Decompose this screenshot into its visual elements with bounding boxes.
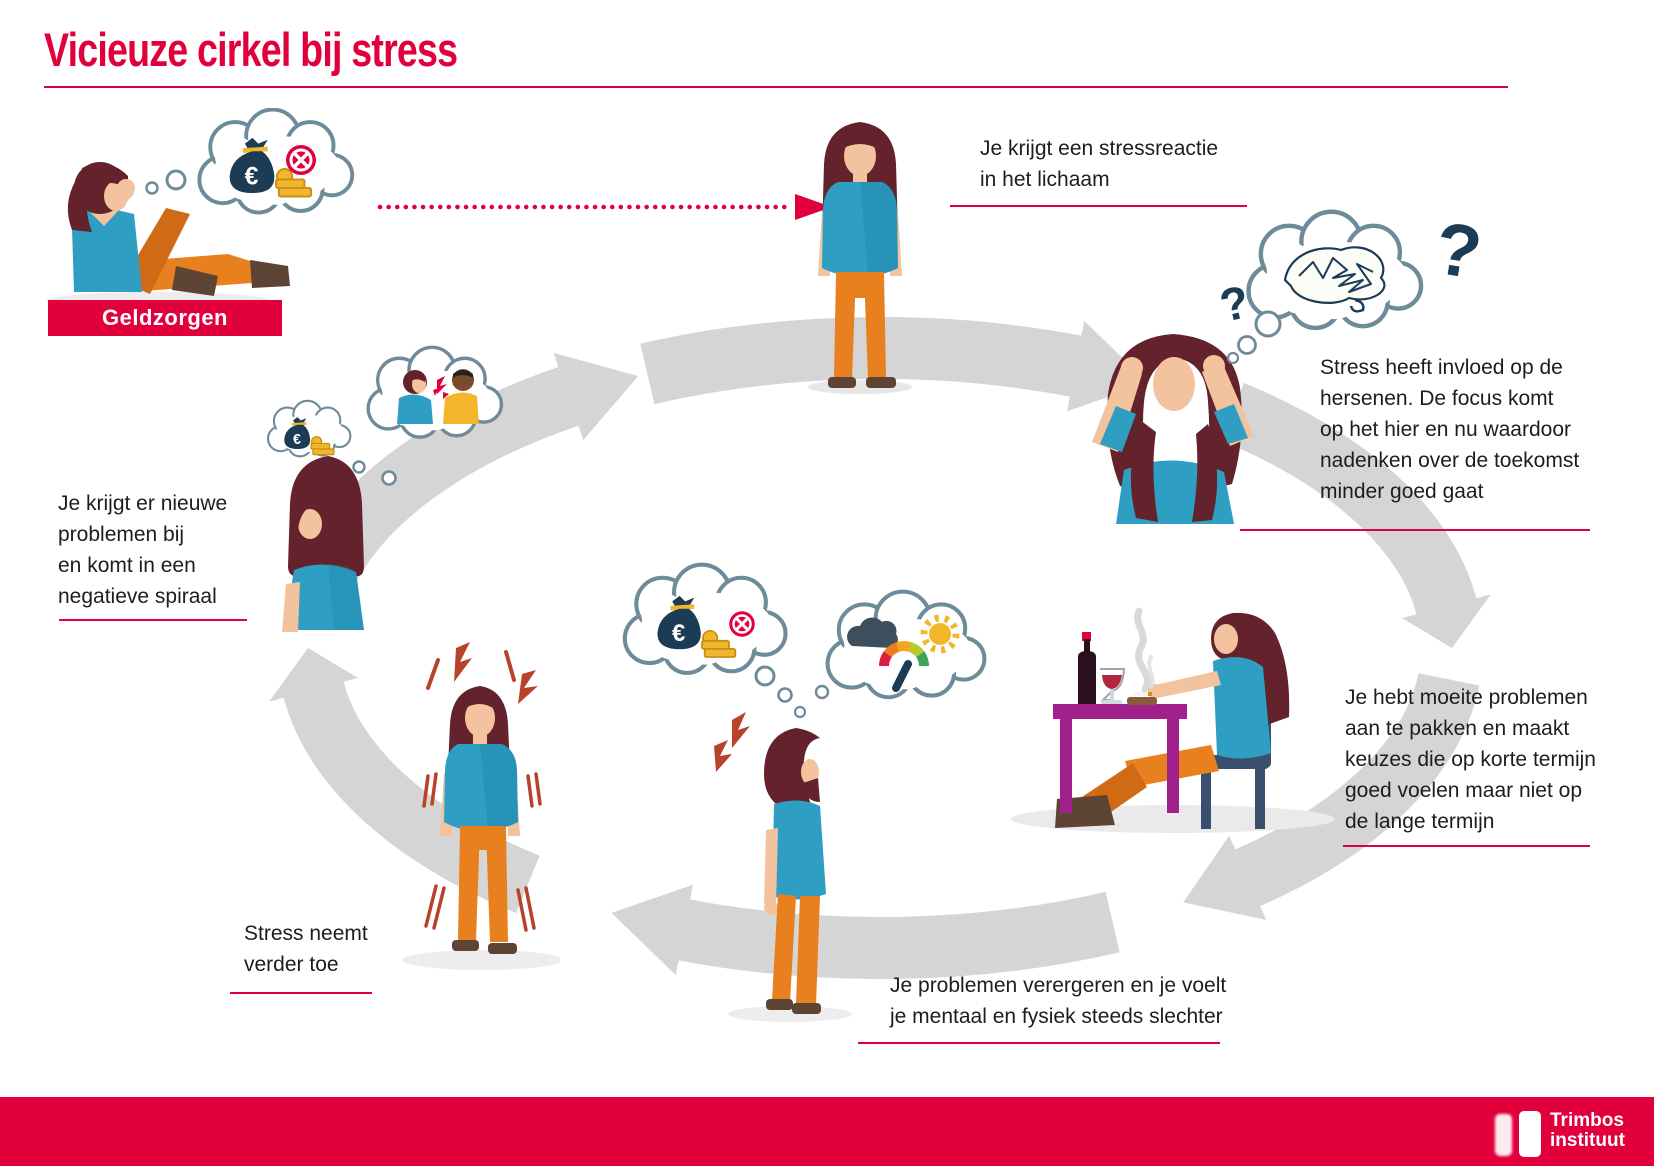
wine-and-cigarette-icon [1078,607,1157,705]
thought-bubble-mood-gauge [814,562,1007,707]
trimbos-logo-text-line1: Trimbos [1550,1110,1624,1131]
stress-reaction-person-illustration [808,122,912,394]
geldzorgen-banner: Geldzorgen [48,300,282,336]
step-text-verergeren: Je problemen verergeren en je voelt je m… [890,974,1227,1028]
step-text-stressreactie: Je krijgt een stressreactie in het licha… [980,137,1219,191]
sun-icon [920,614,960,654]
stress-spark-icons [714,712,750,772]
step-text-hersenen: Stress heeft invloed op de hersenen. De … [1320,356,1580,503]
footer-bar [0,1097,1654,1166]
stress-spark-icons [426,642,538,704]
thought-bubble-money-worries [145,108,355,215]
step-underline [950,205,1247,207]
geldzorgen-banner-label: Geldzorgen [101,305,228,330]
thought-bubble-brain-chaos: ? ? [1215,206,1487,365]
trigger-arrow-icon [377,194,832,220]
step-underline [230,992,372,994]
trimbos-logo: Trimbos instituut [1495,1108,1625,1157]
title-underline [44,86,1508,88]
step-text-stress-neemt-toe: Stress neemt verder toe [244,922,368,976]
step-underline [1343,845,1590,847]
trimbos-logo-block-icon [1519,1111,1541,1157]
step-underline [1240,529,1590,531]
dark-cloud-icon [847,617,898,648]
new-problems-person-illustration [282,456,364,632]
trimbos-logo-block-icon [1495,1114,1512,1156]
step-underline [59,619,247,621]
thought-bubble-money-problems [600,548,807,719]
head-in-hands-person-illustration [1092,334,1254,524]
increasing-stress-person-illustration [402,642,560,970]
step-text-korte-termijn: Je hebt moeite problemen aan te pakken e… [1345,686,1596,833]
no-money-icon [284,143,318,177]
short-term-choices-scene-illustration [1011,607,1335,833]
scribbled-brain-icon [1283,246,1386,313]
step-text-negatieve-spiraal: Je krijgt er nieuwe problemen bij en kom… [58,492,228,608]
argument-icon [397,369,479,424]
page-title: Vicieuze cirkel bij stress [44,23,458,76]
step-underline [858,1042,1220,1044]
trimbos-logo-text-line2: instituut [1550,1130,1625,1151]
thought-bubble-new-problems [266,345,504,486]
worsening-person-illustration [714,712,852,1022]
shaking-mark-icons [422,772,542,932]
mood-gauge-icon [878,641,930,692]
no-money-icon [727,609,757,639]
question-mark-large-icon: ? [1429,206,1487,295]
